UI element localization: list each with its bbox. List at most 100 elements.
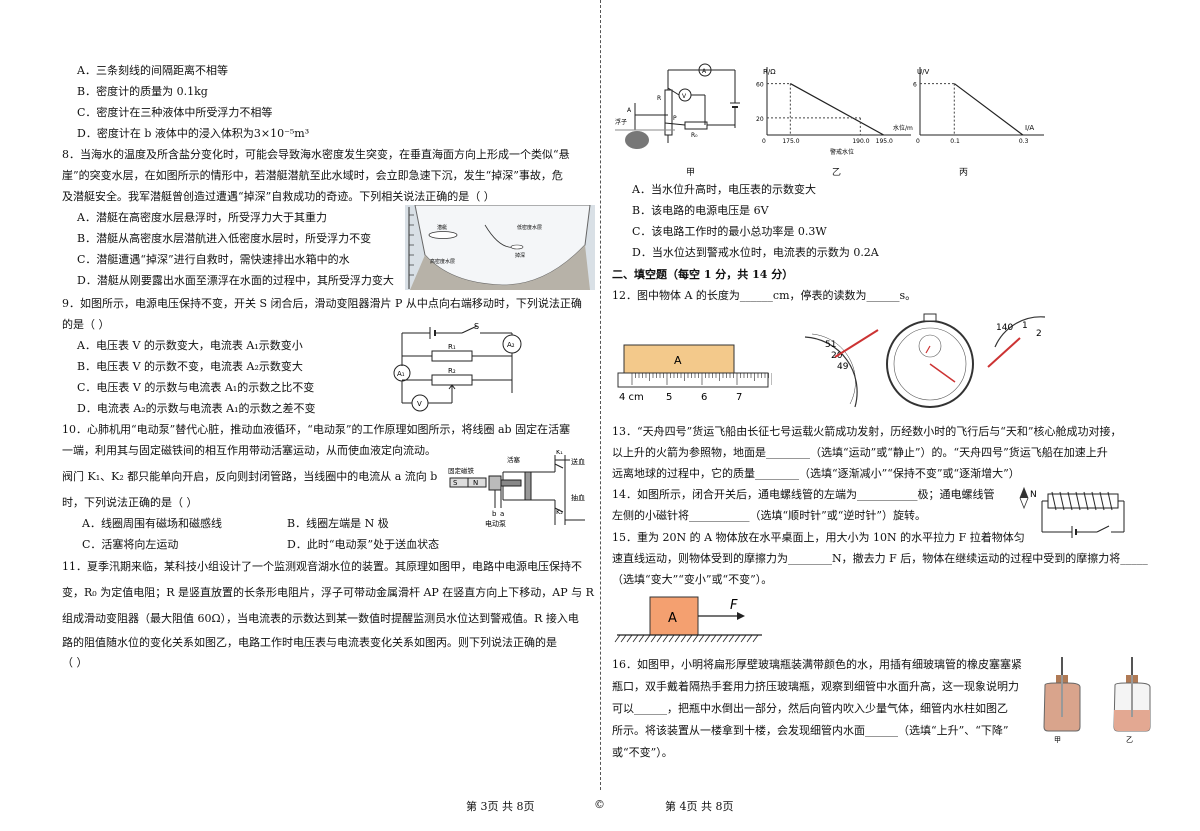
q12-ruler-5: 5 [666, 392, 672, 403]
ground-hatch-line [716, 634, 723, 643]
q10-stem-4: 时，下列说法正确的是（ ） [62, 496, 198, 509]
q11-yi-ylabel: R/Ω [763, 68, 776, 76]
ground-hatch-line [734, 634, 741, 643]
q11-r0-label: R₀ [691, 132, 698, 139]
q7-option-d: D．密度计在 b 液体中的浸入体积为3×10⁻⁵m³ [77, 127, 310, 140]
q11-stem-1: 11．夏季汛期来临，某科技小组设计了一个监测观音湖水位的装置。其原理如图甲，电路… [62, 560, 582, 573]
q9-circuit-figure: S R₁ R₂ A₁ A₂ V [393, 322, 522, 412]
q8-drop-label: 掉深 [515, 252, 525, 259]
q12-ruler-4cm: 4 cm [619, 392, 644, 403]
q11-fig-jia: 甲 [686, 168, 696, 178]
page-divider [600, 0, 601, 790]
q8-high-density-label: 高密度水层 [430, 258, 455, 265]
q10-send-label: 送血 [571, 457, 585, 466]
q10-k1-label: K₁ [556, 450, 563, 456]
q11-stem-5: （ ） [62, 656, 88, 669]
q12-dial-2: 2 [1036, 329, 1042, 339]
q8-stem-1: 8．当海水的温度及所含盐分变化时，可能会导致海水密度发生突变，在垂直海面方向上形… [62, 148, 570, 161]
q15-block-figure: A F [614, 596, 762, 643]
q8-stem-2: 崖”的突变水层，在如图所示的情形中，若潜艇潜航至此水域时，会立即急速下沉，发生“… [62, 169, 563, 182]
q8-option-b: B．潜艇从高密度水层潜航进入低密度水层时，所受浮力不变 [77, 232, 372, 245]
q9-voltmeter-label: V [417, 400, 422, 408]
yi-x-tick-label: 195.0 [876, 138, 893, 145]
ground-hatch-line [704, 634, 711, 643]
q14-needle-n-label: N [1030, 490, 1037, 500]
bing-y-tick-label: 6 [913, 82, 917, 89]
q7-option-c: C．密度计在三种液体中所受浮力不相等 [77, 106, 273, 119]
q9-a1-label: A₁ [397, 370, 405, 378]
yi-x-tick-label: 190.0 [852, 138, 869, 145]
ground-hatch-line [656, 634, 663, 643]
q11-option-a: A．当水位升高时，电压表的示数变大 [632, 183, 816, 196]
ground-hatch-line [668, 634, 675, 643]
bing-x-tick-label: 0 [916, 138, 920, 145]
q11-yi-warning-label: 警戒水位 [830, 148, 854, 156]
q11-bing-ylabel: U/V [917, 68, 929, 76]
ground-hatch-line [722, 634, 729, 643]
q11-circuit-figure: A 浮子 R P R₀ A V [615, 63, 740, 149]
q11-voltmeter-label: V [682, 93, 687, 100]
yi-origin-label: 0 [762, 138, 766, 145]
q9-r1-label: R₁ [448, 343, 456, 351]
q9-stem-1: 9．如图所示，电源电压保持不变，开关 S 闭合后，滑动变阻器滑片 P 从中点向右… [62, 297, 582, 310]
q12-ruler-7: 7 [736, 392, 742, 403]
q11-a-label: A [627, 107, 632, 114]
q11-stem-2: 变，R₀ 为定值电阻；R 是竖直放置的长条形电阻片，浮子可带动金属滑杆 AP 在… [62, 586, 594, 599]
ground-hatch-line [638, 634, 645, 643]
q10-k2-label: K₂ [556, 508, 563, 516]
q8-option-a: A．潜艇在高密度水层悬浮时，所受浮力大于其重力 [77, 211, 327, 224]
q9-option-d: D．电流表 A₂的示数与电流表 A₁的示数之差不变 [77, 402, 316, 415]
q16-line-5: 或“不变”）。 [612, 746, 673, 759]
q12-ruler-6: 6 [701, 392, 707, 403]
q10-piston-label: 活塞 [507, 455, 521, 464]
q10-a-label: a [500, 510, 504, 518]
q13-line-3: 远离地球的过程中，它的质量________（选填“逐渐减小”“保持不变”或“逐渐… [612, 467, 1020, 480]
q16-line-3: 可以______，把瓶中水倒出一部分，然后向管内吹入少量气体，细管内水柱如图乙 [612, 702, 1008, 715]
q10-n-label: N [473, 479, 478, 487]
q8-low-density-label: 低密度水层 [517, 224, 542, 231]
q15-block-a-label: A [668, 611, 677, 626]
q15-line-2: 速直线运动，则物体受到的摩擦力为________N，撤去力 F 后，物体在继续运… [612, 552, 1148, 565]
bing-series-line [953, 83, 1024, 136]
ground-hatch-line [686, 634, 693, 643]
ground-hatch-line [650, 634, 657, 643]
yi-y-tick-label: 60 [756, 82, 764, 89]
q16-fig-jia: 甲 [1054, 736, 1061, 744]
q10-magnet-label: 固定磁铁 [448, 466, 475, 475]
yi-x-tick-label: 175.0 [782, 138, 799, 145]
ground-hatch-line [728, 634, 735, 643]
ground-hatch-line [662, 634, 669, 643]
q8-option-c: C．潜艇遭遇“掉深”进行自救时，需快速排出水箱中的水 [77, 253, 350, 266]
q9-option-c: C．电压表 V 的示数与电流表 A₁的示数之比不变 [77, 381, 315, 394]
q10-pump-figure: 固定磁铁 活塞 K₁ K₂ 送血 抽血 电动泵 S N b a [448, 450, 585, 528]
copyright-mark: © [594, 798, 605, 811]
q14-line-1: 14．如图所示，闭合开关后，通电螺线管的左端为___________极；通电螺线… [612, 488, 995, 501]
q12-dial-49: 49 [837, 362, 849, 372]
ground-hatch-line [674, 634, 681, 643]
q13-line-1: 13．“天舟四号”货运飞船由长征七号运载火箭成功发射，历经数小时的飞行后与“天和… [612, 425, 1122, 438]
left-page-footer: 第 3页 共 8页 [466, 800, 535, 813]
q10-b-label: b [492, 510, 497, 518]
q11-stem-4: 路的阻值随水位的变化关系如图乙，电路工作时电压表与电流表变化关系如图丙。则下列说… [62, 636, 557, 649]
q16-line-2: 瓶口，双手戴着隔热手套用力挤压玻璃瓶，观察到细管中水面升高，这一现象说明力 [612, 680, 1019, 693]
q11-option-d: D．当水位达到警戒水位时，电流表的示数为 0.2A [632, 246, 879, 259]
ground-hatch-line [632, 634, 639, 643]
ground-hatch-line [626, 634, 633, 643]
q10-stem-1: 10．心肺机用“电动泵”替代心脏，推动血液循环，“电动泵”的工作原理如图所示，将… [62, 423, 571, 436]
ground-hatch-line [644, 634, 651, 643]
q7-option-a: A．三条刻线的间隔距离不相等 [77, 64, 228, 77]
q12-stem: 12．图中物体 A 的长度为______cm，停表的读数为______s。 [612, 289, 917, 302]
ground-hatch-line [680, 634, 687, 643]
q12-dial-1: 1 [1022, 321, 1028, 331]
q9-option-b: B．电压表 V 的示数不变，电流表 A₂示数变大 [77, 360, 303, 373]
q9-r2-label: R₂ [448, 367, 456, 375]
yi-series-line [790, 83, 884, 136]
q9-a2-label: A₂ [507, 341, 515, 349]
q7-option-b: B．密度计的质量为 0.1kg [77, 85, 208, 98]
q8-sea-figure: 低密度水层 潜艇 掉深 高密度水层 [405, 205, 595, 290]
q11-float-label: 浮子 [615, 118, 627, 126]
q11-r-label: R [657, 95, 661, 102]
